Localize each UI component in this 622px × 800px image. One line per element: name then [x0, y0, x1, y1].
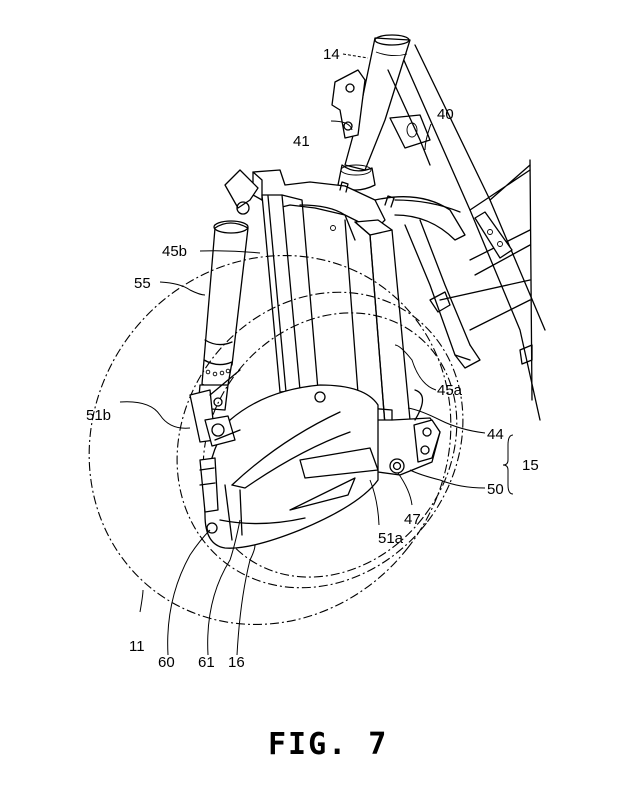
label-11: 11 — [129, 638, 145, 655]
label-51b: 51b — [86, 407, 111, 424]
shock-absorber — [197, 169, 259, 411]
label-44: 44 — [487, 426, 504, 443]
label-55: 55 — [134, 275, 151, 292]
label-47: 47 — [404, 511, 421, 528]
label-61: 61 — [198, 654, 215, 671]
drive-unit — [189, 369, 379, 549]
label-14: 14 — [323, 46, 340, 63]
label-15: 15 — [522, 457, 539, 474]
label-45a: 45a — [437, 382, 463, 399]
figure-caption: FIG. 7 — [268, 727, 388, 762]
label-45b: 45b — [162, 243, 187, 260]
label-16: 16 — [228, 654, 245, 671]
label-60: 60 — [158, 654, 175, 671]
reference-labels: 14 40 41 45b 55 45a 51b 44 15 50 47 51a … — [86, 46, 539, 671]
label-50: 50 — [487, 481, 504, 498]
pivot-assembly — [364, 389, 441, 476]
fork-left-45b — [261, 194, 319, 393]
wheel-outline — [88, 254, 464, 626]
leader-lines — [119, 53, 514, 656]
label-51a: 51a — [378, 530, 404, 547]
head-pipe — [331, 34, 431, 191]
body-frame — [374, 39, 546, 421]
label-40: 40 — [437, 106, 454, 123]
label-41: 41 — [293, 133, 310, 150]
